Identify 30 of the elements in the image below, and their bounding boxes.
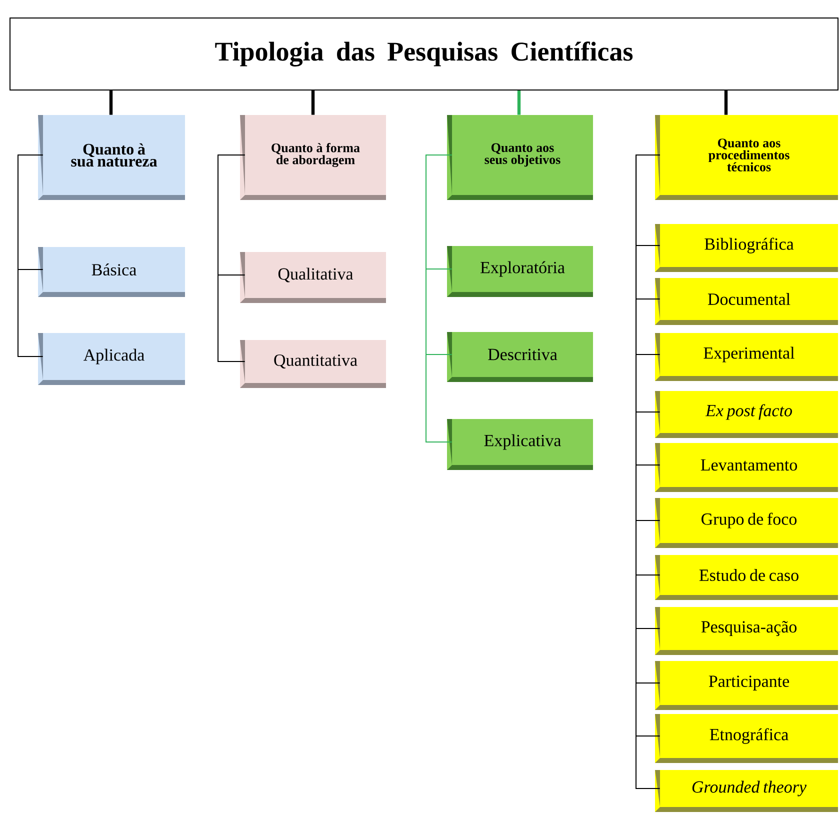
type-box: Grupo de foco: [655, 498, 838, 548]
type-box: Participante: [655, 661, 838, 710]
connector-line: [311, 90, 315, 115]
connector-line: [18, 154, 44, 357]
category-box: Quanto à forma de abordagem: [240, 115, 386, 200]
category-box: Quanto aos seus objetivos: [447, 115, 593, 200]
type-box: Etnográfica: [655, 714, 838, 763]
type-box: Ex post facto: [655, 391, 838, 438]
type-box: Quantitativa: [240, 340, 386, 388]
type-box: Grounded theory: [655, 770, 838, 812]
type-box: Estudo de caso: [655, 555, 838, 600]
category-box: Quanto aos procedimentos técnicos: [655, 115, 838, 200]
title-box: Tipologia das Pesquisas Científicas: [10, 18, 838, 90]
type-box: Documental: [655, 278, 838, 325]
connector-line: [218, 154, 246, 362]
type-box: Aplicada: [38, 333, 185, 385]
type-box: Explicativa: [447, 419, 593, 470]
category-box: Quanto à sua natureza: [38, 115, 185, 200]
type-box: Levantamento: [655, 443, 838, 492]
type-box: Descritiva: [447, 332, 593, 382]
connector-line: [724, 90, 728, 115]
connector-line: [517, 90, 521, 115]
type-box: Qualitativa: [240, 252, 386, 303]
type-box: Bibliográfica: [655, 224, 838, 272]
type-box: Experimental: [655, 333, 838, 381]
type-box: Básica: [38, 247, 185, 297]
connector-line: [109, 90, 113, 115]
type-box: Pesquisa-ação: [655, 607, 838, 655]
connector-line: [426, 154, 452, 442]
type-box: Exploratória: [447, 246, 593, 297]
